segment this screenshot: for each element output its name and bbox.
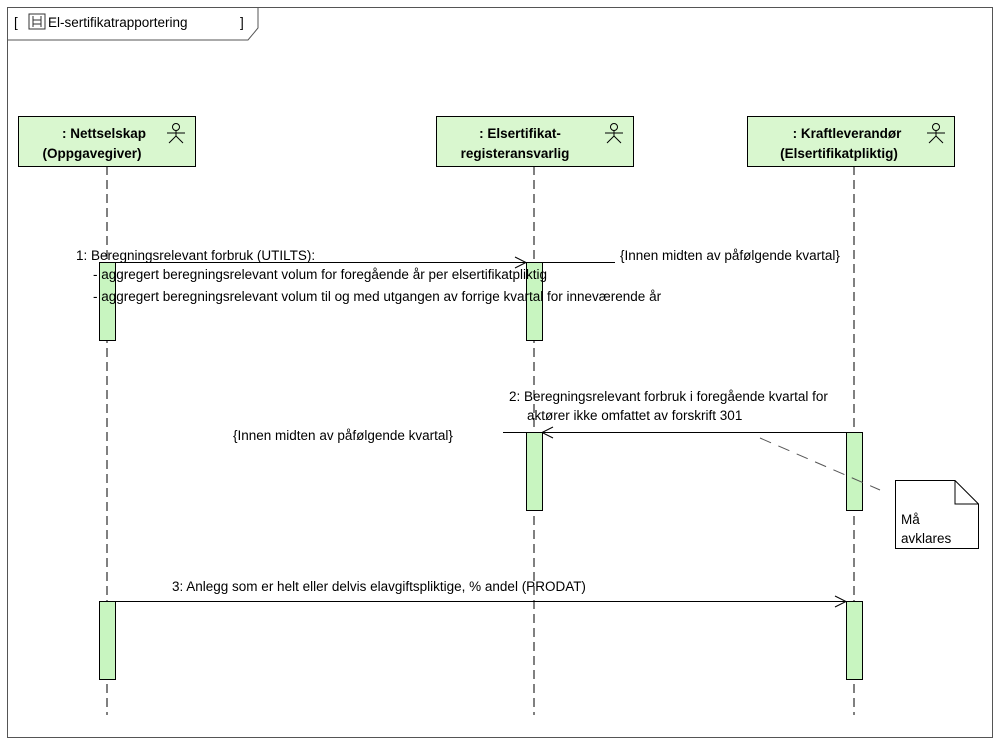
lifeline-head [436, 116, 634, 167]
diagram-frame [7, 7, 993, 738]
lifeline-role: (Elsertifikatpliktig) [780, 146, 898, 161]
arrowhead-icon [834, 595, 848, 608]
frame-open-bracket: [ [14, 15, 18, 30]
arrowhead-icon [514, 256, 528, 269]
lifeline-name: : Elsertifikat- [479, 126, 561, 141]
lifeline-head [747, 116, 955, 167]
frame-close-bracket: ] [240, 15, 244, 30]
lifeline-name: : Nettselskap [62, 126, 146, 141]
lifeline-role: registeransvarlig [461, 146, 570, 161]
activation-bar [846, 432, 863, 511]
frame-title-tab [7, 7, 259, 41]
lifeline-kraftleverandor[interactable]: : Kraftleverandør (Elsertifikatpliktig) [747, 116, 955, 716]
activation-bar [526, 262, 543, 341]
note-fold-icon [954, 480, 979, 505]
actor-icon [927, 123, 945, 144]
activation-bar [99, 262, 116, 341]
lifeline-name: : Kraftleverandør [793, 126, 903, 141]
note-line-1: Må [901, 512, 920, 527]
lifeline-head [18, 116, 196, 167]
message-3[interactable]: 3: Anlegg som er helt eller delvis elavg… [115, 579, 848, 608]
activation-bar [846, 601, 863, 680]
message-2-constraint: {Innen midten av påfølgende kvartal} [233, 428, 453, 443]
activation-bar [99, 601, 116, 680]
message-1-constraint: {Innen midten av påfølgende kvartal} [620, 248, 840, 263]
message-1[interactable]: 1: Beregningsrelevant forbruk (UTILTS): … [76, 248, 840, 304]
note-line-2: avklares [901, 531, 952, 546]
message-3-label: 3: Anlegg som er helt eller delvis elavg… [172, 579, 586, 594]
actor-icon [605, 123, 623, 144]
frame-title: El-sertifikatrapportering [48, 15, 188, 30]
message-2[interactable]: 2: Beregningsrelevant forbruk i foregåen… [233, 389, 846, 443]
note-box [895, 480, 979, 549]
lifeline-elsertifikat-registeransvarlig[interactable]: : Elsertifikat- registeransvarlig [436, 116, 634, 716]
message-1-detail-2: - aggregert beregningsrelevant volum til… [93, 289, 662, 304]
lifeline-nettselskap[interactable]: : Nettselskap (Oppgavegiver) [18, 116, 196, 716]
message-1-detail-1: - aggregert beregningsrelevant volum for… [93, 267, 547, 282]
message-2-label-line2: aktører ikke omfattet av forskrift 301 [527, 408, 742, 423]
message-2-label-line1: 2: Beregningsrelevant forbruk i foregåen… [509, 389, 828, 404]
arrowhead-icon [540, 426, 554, 439]
message-1-label: 1: Beregningsrelevant forbruk (UTILTS): [76, 248, 315, 263]
actor-icon [167, 123, 185, 144]
note[interactable]: Må avklares [895, 480, 979, 549]
activation-bar [526, 432, 543, 511]
lifeline-role: (Oppgavegiver) [42, 146, 141, 161]
diagram-icon [28, 13, 46, 30]
note-anchor-line [759, 437, 881, 491]
